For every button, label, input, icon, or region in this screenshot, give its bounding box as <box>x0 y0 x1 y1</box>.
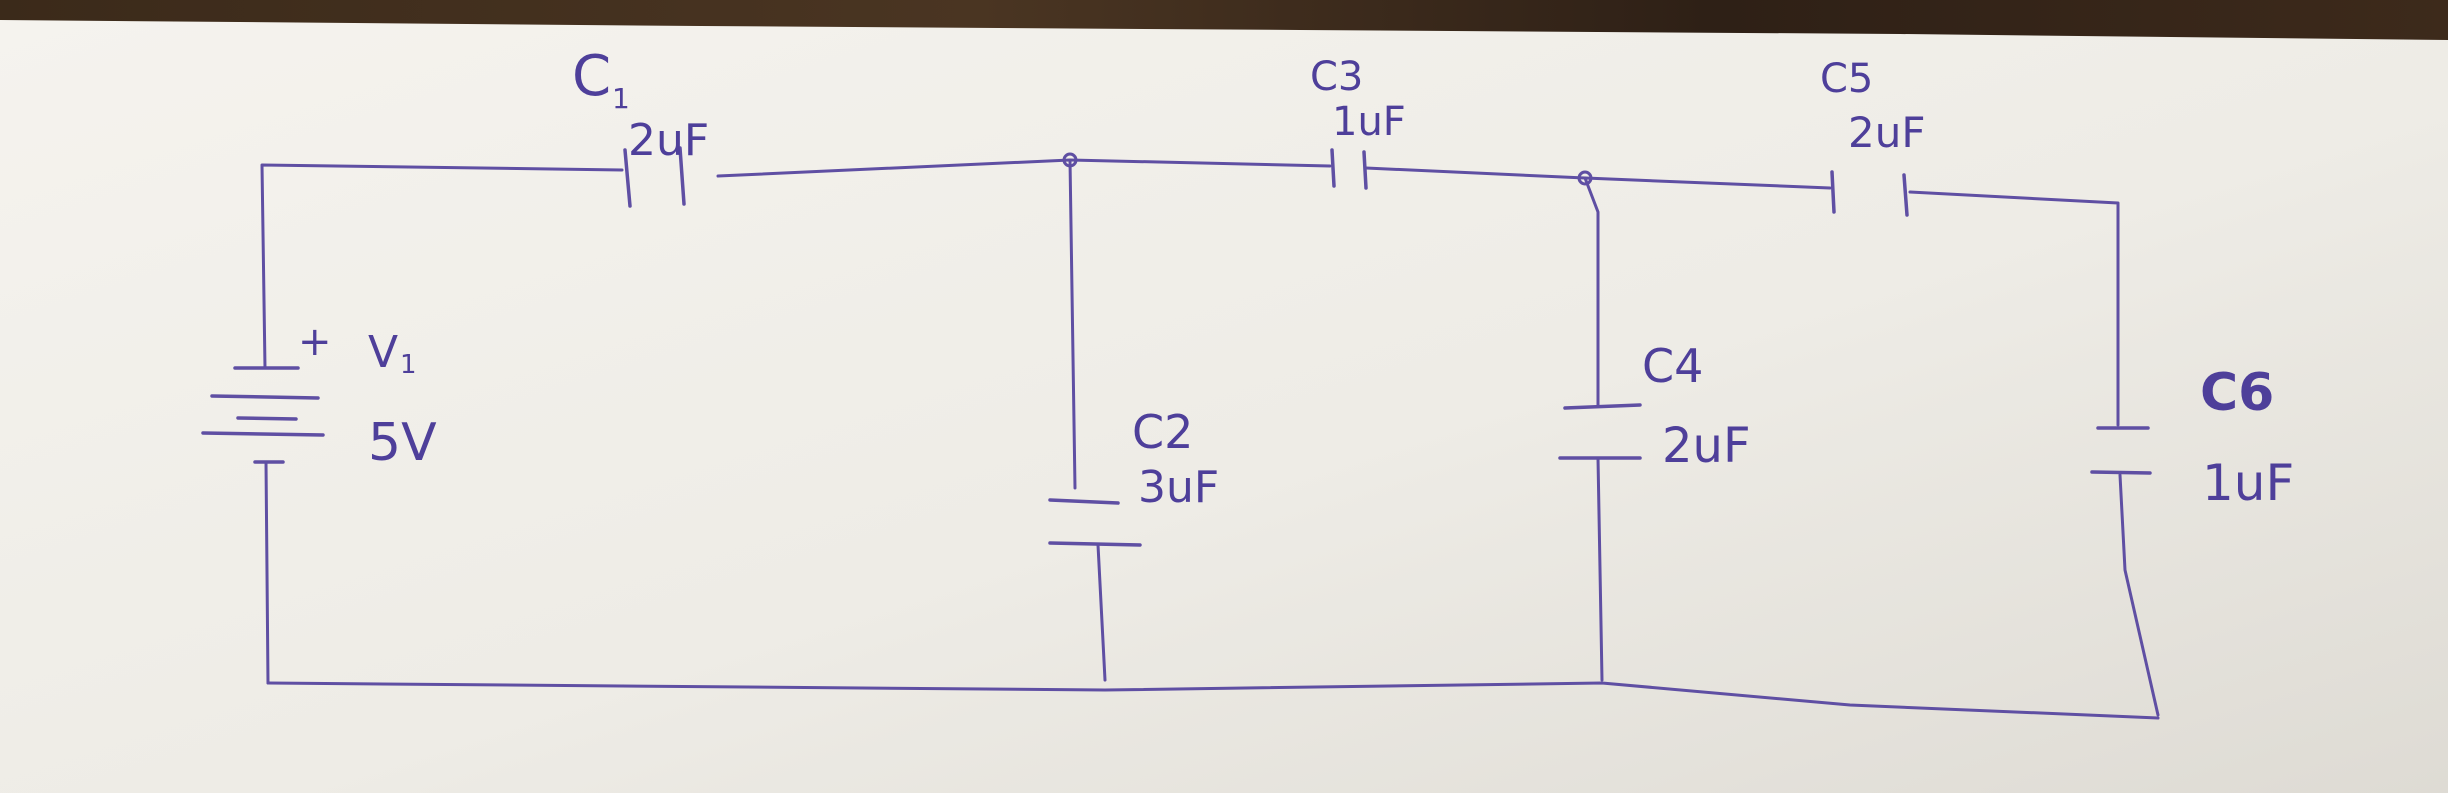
c1-name: C <box>572 44 611 109</box>
wire-node-a-to-c3 <box>1068 158 1332 168</box>
c4-name: C4 <box>1642 339 1703 393</box>
c3-plate-left <box>1330 148 1336 188</box>
c5-plate-left <box>1830 170 1836 214</box>
battery-v1 <box>201 366 325 464</box>
c4-value: 2uF <box>1662 418 1751 474</box>
v1-value: 5V <box>368 413 437 473</box>
capacitor-c3 <box>1330 148 1368 190</box>
c2-value: 3uF <box>1138 462 1219 513</box>
junction-node-b <box>1577 170 1593 186</box>
wire-c6-to-bottom <box>2118 473 2160 717</box>
capacitor-c2 <box>1048 498 1142 547</box>
c2-plate-top <box>1048 498 1120 505</box>
wire-c1-to-node-a <box>716 158 1072 178</box>
wires <box>260 158 2160 720</box>
v1-plus-sign: + <box>298 319 332 365</box>
paper-sheet <box>0 20 2448 793</box>
battery-plate-4 <box>201 431 325 437</box>
c5-name: C5 <box>1820 56 1873 102</box>
junction-node-a <box>1062 152 1078 168</box>
capacitor-c4 <box>1558 403 1642 460</box>
wire-node-b-to-c5 <box>1583 176 1832 190</box>
wire-bottom-rail <box>266 681 2160 720</box>
capacitor-c1 <box>623 146 686 208</box>
v1-subscript: 1 <box>400 350 417 380</box>
wire-c2-to-bottom <box>1096 543 1107 682</box>
c3-name: C3 <box>1310 54 1363 100</box>
wire-c4-to-bottom <box>1596 456 1604 682</box>
wire-c5-to-c6 <box>1908 190 2120 427</box>
wire-v1-to-bottom <box>264 460 270 685</box>
c5-value: 2uF <box>1848 108 1926 157</box>
c1-plate-left <box>623 148 632 208</box>
wire-node-a-to-c2 <box>1068 158 1077 490</box>
c1-subscript: 1 <box>612 82 630 115</box>
c6-plate-bottom <box>2090 470 2152 475</box>
c1-plate-right <box>678 146 686 206</box>
capacitor-c5 <box>1830 170 1909 217</box>
battery-plate-3 <box>236 416 298 421</box>
wire-c3-to-node-b <box>1364 166 1587 180</box>
c4-plate-top <box>1563 403 1642 410</box>
v1-name: V <box>368 327 398 378</box>
c3-value: 1uF <box>1332 99 1406 145</box>
battery-plate-2 <box>210 394 320 400</box>
c6-value: 1uF <box>2202 454 2294 512</box>
c5-plate-right <box>1902 173 1909 217</box>
c6-name: C6 <box>2200 363 2274 423</box>
capacitor-c6 <box>2090 426 2152 475</box>
wire-v1-to-c1 <box>260 163 624 370</box>
wire-node-b-to-c4 <box>1583 176 1600 407</box>
c2-name: C2 <box>1132 405 1193 459</box>
c1-value: 2uF <box>628 115 709 166</box>
c2-plate-bottom <box>1048 541 1142 547</box>
c3-plate-right <box>1362 150 1368 190</box>
